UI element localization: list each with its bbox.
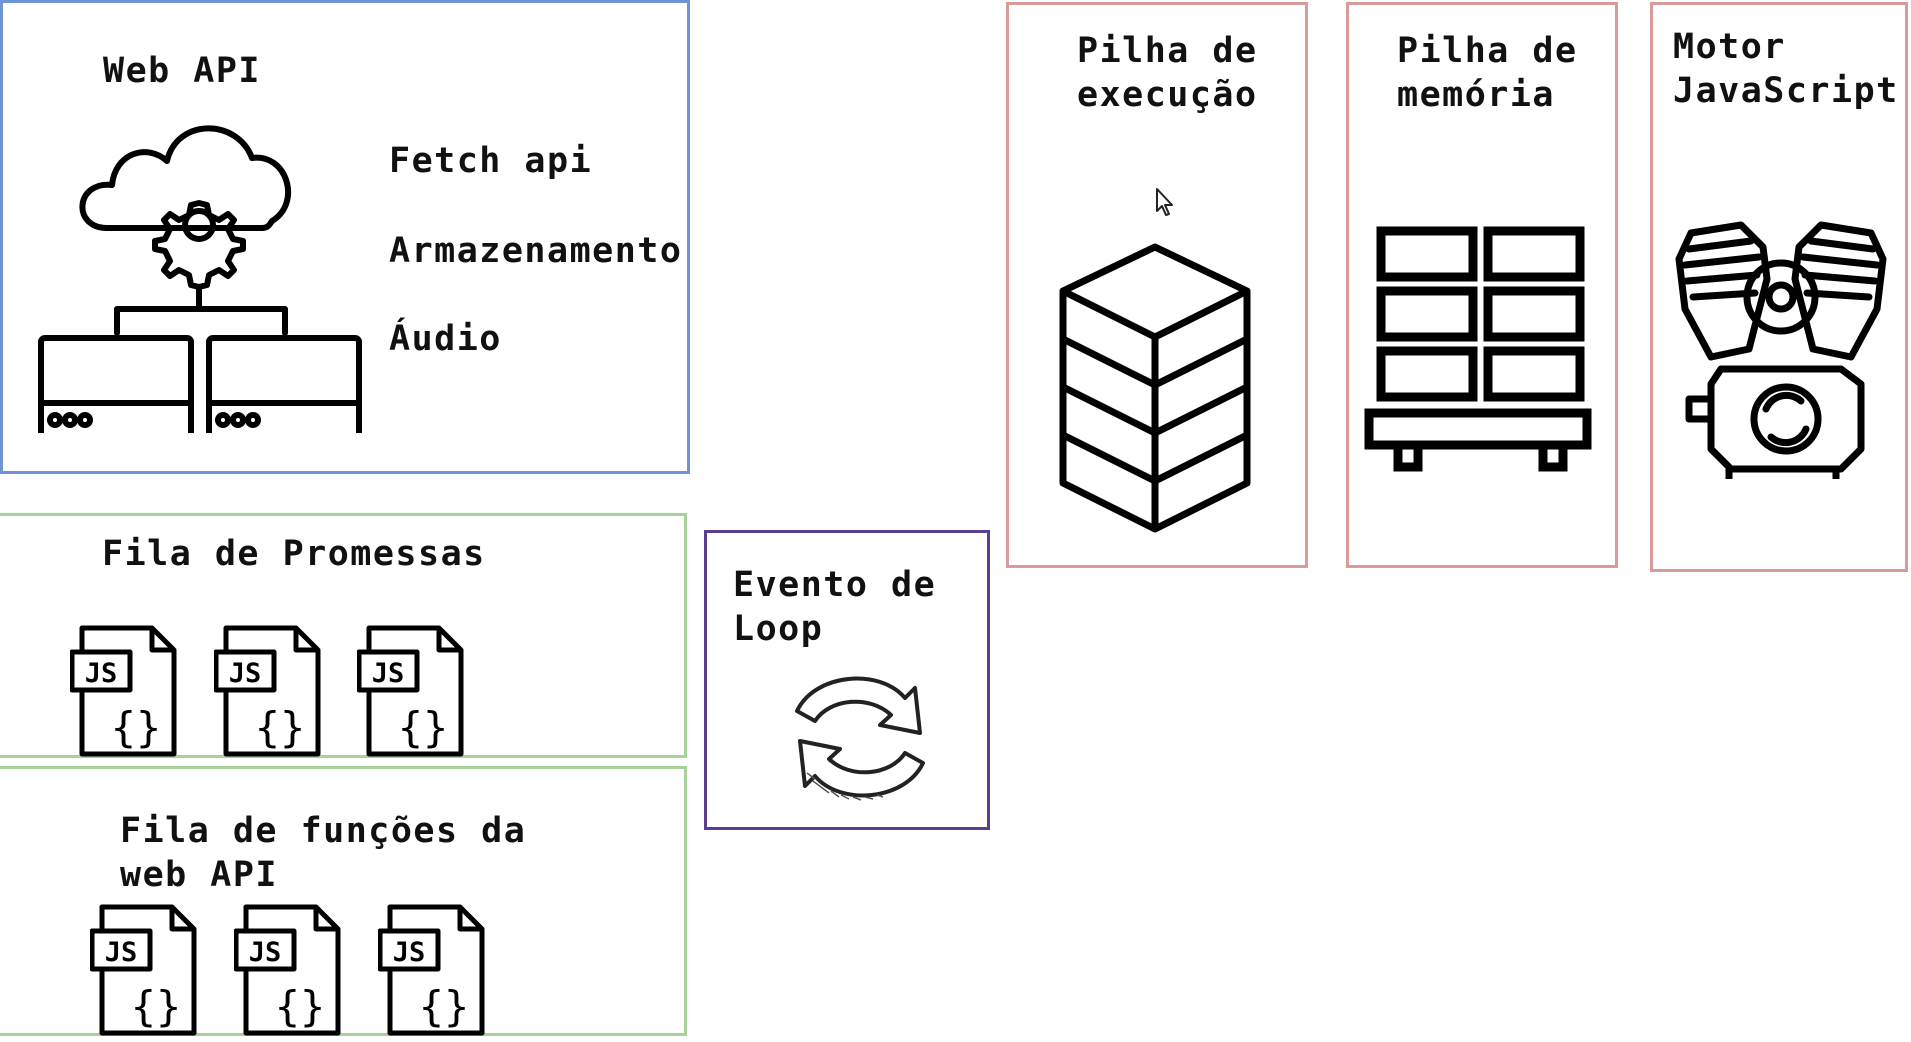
web-api-title: Web API bbox=[103, 51, 262, 91]
js-file-body: {} bbox=[398, 703, 449, 752]
web-api-item-armazenamento: Armazenamento bbox=[389, 231, 683, 271]
js-file-body: {} bbox=[131, 982, 182, 1031]
promise-queue-box: Fila de Promessas JS {} JS {} JS {} bbox=[0, 513, 687, 758]
js-file-label: JS bbox=[393, 937, 426, 968]
js-file-label: JS bbox=[85, 658, 118, 689]
web-api-item-fetch: Fetch api bbox=[389, 141, 593, 181]
js-file-label: JS bbox=[105, 937, 138, 968]
js-file-label: JS bbox=[372, 658, 405, 689]
js-file-body: {} bbox=[419, 982, 470, 1031]
js-file-icon: JS {} bbox=[213, 624, 324, 759]
execution-stack-title: Pilha de execução bbox=[1077, 31, 1258, 115]
memory-heap-title: Pilha de memória bbox=[1397, 31, 1578, 115]
js-file-body: {} bbox=[111, 703, 162, 752]
stack-blocks-icon bbox=[1059, 243, 1251, 533]
js-file-icon: JS {} bbox=[69, 624, 180, 759]
js-file-icon: JS {} bbox=[377, 903, 488, 1038]
event-loop-title: Evento de Loop bbox=[733, 565, 937, 649]
js-file-body: {} bbox=[255, 703, 306, 752]
execution-stack-box: Pilha de execução bbox=[1006, 2, 1308, 568]
js-file-label: JS bbox=[229, 658, 262, 689]
mouse-cursor-icon bbox=[1156, 188, 1173, 216]
js-file-icon: JS {} bbox=[233, 903, 344, 1038]
web-api-box: Web API Fetch api Armazenamento Áudio bbox=[0, 0, 690, 474]
js-file-icon: JS {} bbox=[89, 903, 200, 1038]
promise-queue-title: Fila de Promessas bbox=[102, 534, 486, 574]
js-file-label: JS bbox=[249, 937, 282, 968]
event-loop-box: Evento de Loop bbox=[704, 530, 990, 830]
web-api-item-audio: Áudio bbox=[389, 319, 502, 359]
webapi-function-queue-box: Fila de funções da web API JS {} JS {} JS {… bbox=[0, 766, 687, 1036]
memory-heap-box: Pilha de memória bbox=[1346, 2, 1618, 568]
js-file-body: {} bbox=[275, 982, 326, 1031]
js-engine-box: Motor JavaScript bbox=[1650, 2, 1908, 572]
js-file-icon: JS {} bbox=[356, 624, 467, 759]
cloud-network-icon bbox=[38, 125, 362, 433]
engine-icon bbox=[1675, 221, 1887, 479]
js-engine-title: Motor JavaScript bbox=[1673, 27, 1899, 111]
refresh-arrows-icon bbox=[795, 676, 925, 801]
pallet-boxes-icon bbox=[1364, 226, 1592, 472]
webapi-function-queue-title: Fila de funções da web API bbox=[120, 811, 527, 895]
